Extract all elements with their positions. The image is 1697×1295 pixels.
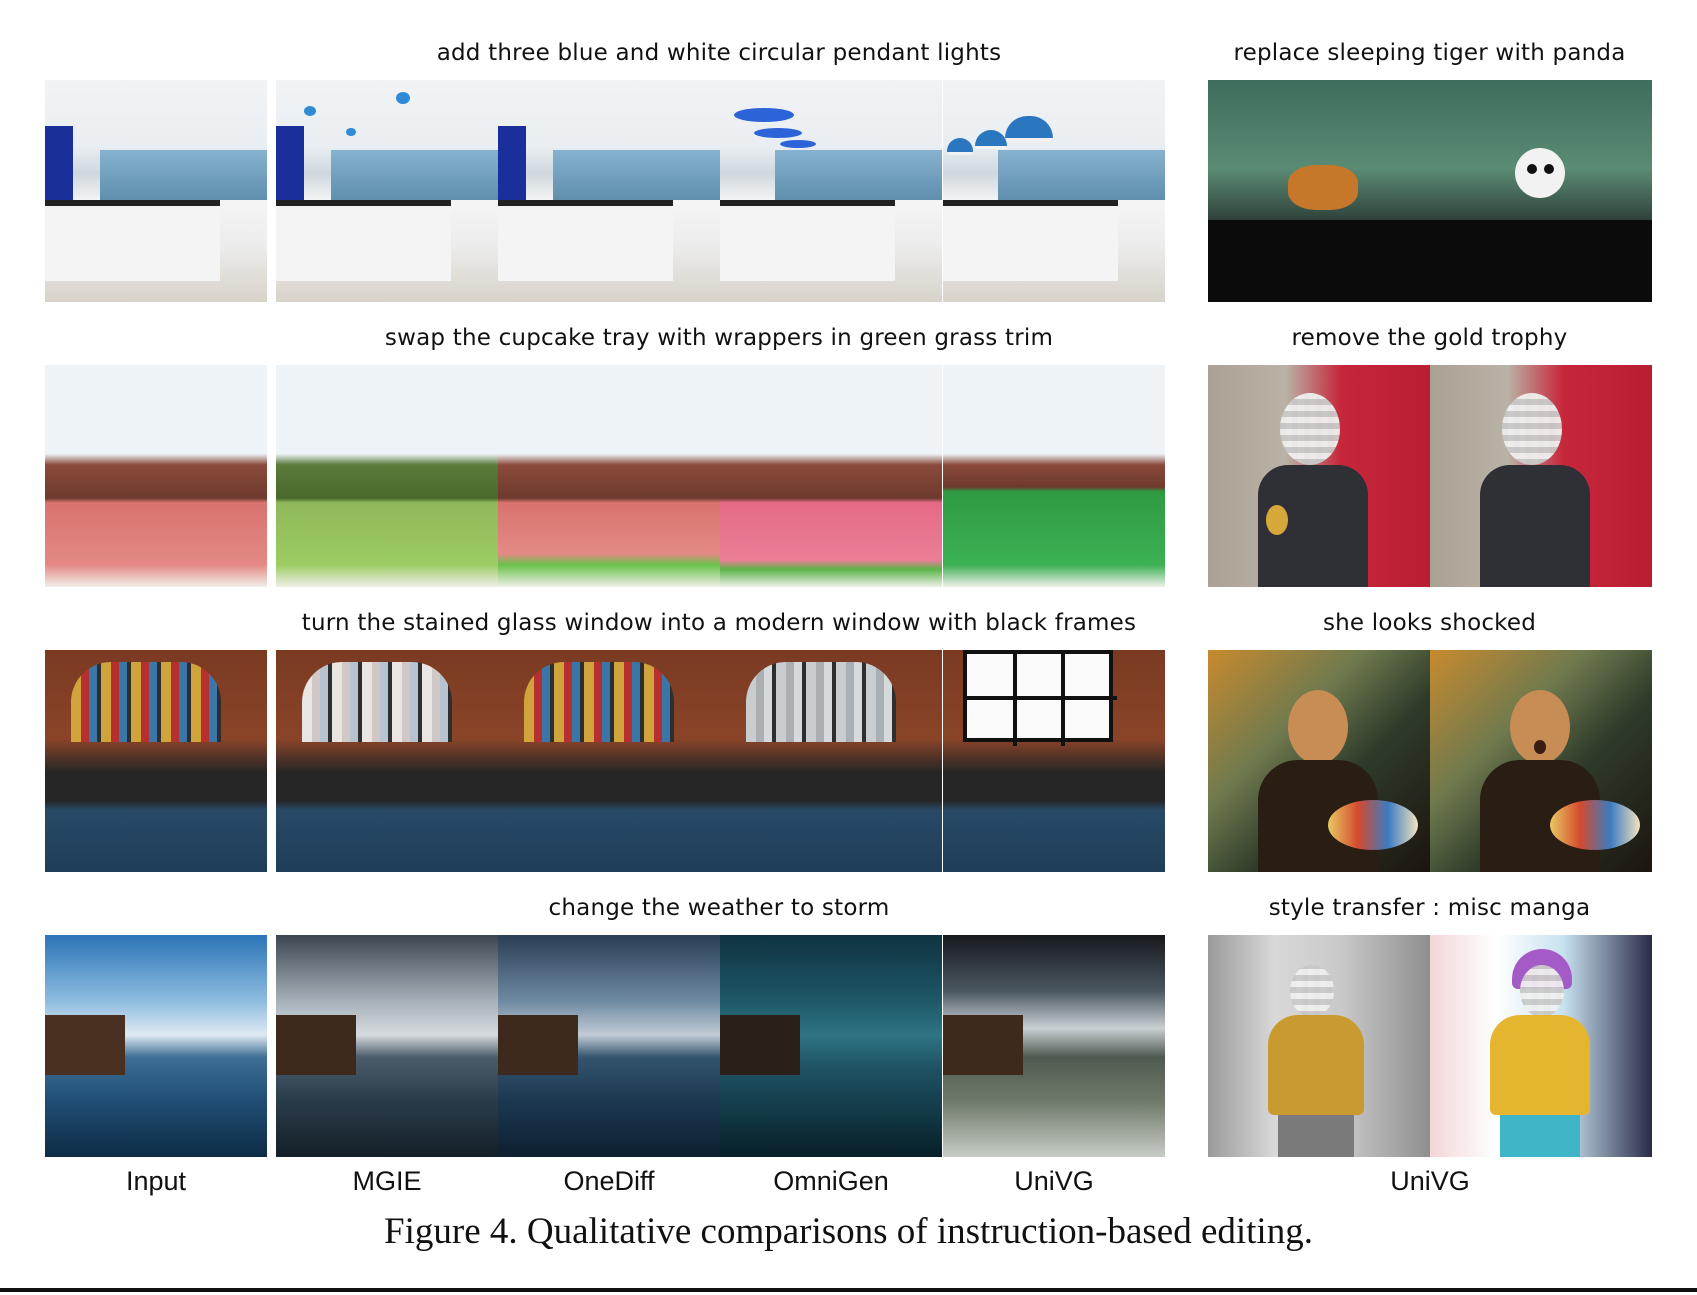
row1-onediff-image [498,80,720,302]
row4-univg-image [943,935,1165,1157]
row2-trophy-input-image [1208,365,1430,587]
row1-mgie-image [276,80,498,302]
row1-panda-input-image [1208,80,1430,302]
row3-instruction-left: turn the stained glass window into a mod… [301,610,1137,636]
row1-instruction-right: replace sleeping tiger with panda [1233,40,1626,66]
bottom-rule [0,1288,1697,1292]
row3-input-image [45,650,267,872]
right-column-label-univg: UniVG [1390,1166,1470,1196]
row4-onediff-image [498,935,720,1157]
row2-input-image [45,365,267,587]
row4-manga-input-image [1208,935,1430,1157]
row3-instruction-right: she looks shocked [1322,610,1537,636]
row1-omnigen-image [720,80,942,302]
row4-manga-univg-image [1430,935,1652,1157]
row3-monalisa-univg-image [1430,650,1652,872]
row2-omnigen-image [720,365,942,587]
row1-panda-univg-image [1430,80,1652,302]
row1-instruction-left: add three blue and white circular pendan… [436,40,1002,66]
column-label-onediff: OneDiff [563,1166,655,1196]
column-label-omnigen: OmniGen [773,1166,889,1196]
row3-omnigen-image [720,650,942,872]
column-label-mgie: MGIE [352,1166,422,1196]
row2-instruction-left: swap the cupcake tray with wrappers in g… [384,325,1054,351]
column-label-univg: UniVG [1014,1166,1094,1196]
row3-univg-image [943,650,1165,872]
row3-onediff-image [498,650,720,872]
row4-mgie-image [276,935,498,1157]
row2-univg-image [943,365,1165,587]
row4-instruction-left: change the weather to storm [548,895,890,921]
row4-input-image [45,935,267,1157]
row4-instruction-right: style transfer : misc manga [1268,895,1591,921]
row1-univg-image [943,80,1165,302]
row3-mgie-image [276,650,498,872]
row1-input-image [45,80,267,302]
row2-trophy-univg-image [1430,365,1652,587]
row2-onediff-image [498,365,720,587]
row2-mgie-image [276,365,498,587]
column-label-input: Input [125,1166,187,1196]
row3-monalisa-input-image [1208,650,1430,872]
row2-instruction-right: remove the gold trophy [1291,325,1568,351]
figure-caption: Figure 4. Qualitative comparisons of ins… [384,1211,1313,1252]
row4-omnigen-image [720,935,942,1157]
